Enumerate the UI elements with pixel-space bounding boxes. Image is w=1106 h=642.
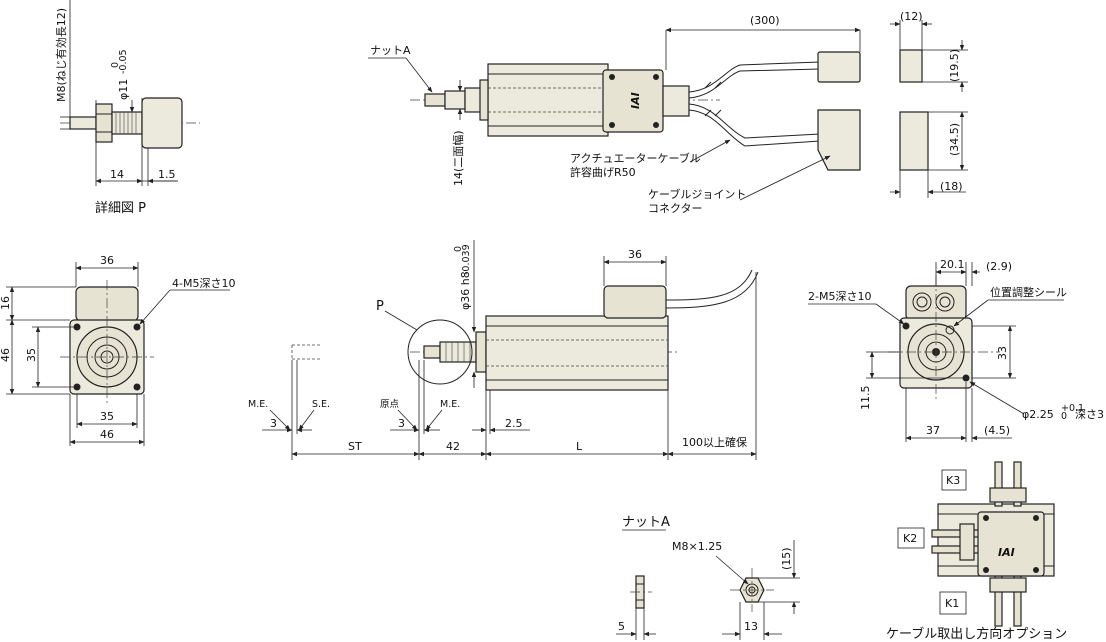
front-dim-35-h: 35: [100, 410, 114, 423]
detail-p-thread-label: M8(ねじ有効長12): [54, 8, 68, 102]
nut-a-title: ナットA: [622, 515, 670, 530]
front-dim-46-h: 46: [100, 428, 114, 441]
top-view-nut-label: ナットA: [370, 44, 411, 57]
detail-p-tol-bottom: -0.05: [118, 49, 129, 74]
top-view-width-flats: 14(二面幅): [452, 130, 465, 186]
nut-a-dim-13: 13: [744, 620, 758, 633]
rear-dim-4-5: (4.5): [984, 424, 1010, 437]
rear-dim-20-1: 20.1: [940, 258, 965, 271]
side-clearance: 100以上確保: [682, 435, 747, 449]
front-tap-label: 4-M5深さ10: [172, 277, 235, 290]
detail-p-view: 14 1.5 M8(ねじ有効長12) φ11 0 -0.05 詳細図 P: [54, 0, 200, 216]
side-l: L: [576, 440, 583, 453]
connector-dim-34-5: (34.5): [948, 123, 961, 156]
rear-dim-2-9: (2.9): [986, 260, 1012, 273]
side-se: S.E.: [312, 399, 330, 410]
cable-option-k2: K2: [903, 532, 917, 545]
rear-dim-11-5: 11.5: [859, 386, 872, 411]
rear-pin-label: φ2.25: [1022, 408, 1054, 421]
cable-option-logo: IAI: [998, 546, 1015, 559]
detail-p-title: 詳細図 P: [95, 200, 146, 216]
rear-seal-label: 位置調整シール: [990, 285, 1067, 299]
front-dim-35-v: 35: [25, 348, 38, 362]
cable-option-caption: ケーブル取出し方向オプション: [886, 626, 1067, 642]
side-dia-tol-bottom: -0.039: [461, 244, 472, 275]
side-origin: 原点: [380, 399, 400, 410]
cable-option-view: IAI K3 K2 K1 ケーブル取出し方向オプション: [886, 461, 1067, 642]
top-view-dim-300: (300): [750, 14, 780, 27]
connector-dim-19-5: (19.5): [948, 49, 961, 82]
rear-dim-33: 33: [996, 346, 1009, 360]
top-view-logo: IAI: [629, 92, 642, 109]
side-me-right: M.E.: [440, 399, 460, 410]
side-dim-42: 42: [446, 440, 460, 453]
front-dim-36: 36: [100, 254, 114, 267]
cable-option-k3: K3: [946, 474, 960, 487]
side-dim-3a: 3: [270, 417, 277, 430]
side-st: ST: [348, 440, 362, 453]
connector-dim-18: (18): [940, 180, 963, 193]
top-view-cable-note-2: 許容曲げR50: [570, 165, 636, 179]
detail-p-dim-1-5: 1.5: [158, 168, 176, 181]
detail-p-tol-top: 0: [110, 62, 121, 68]
front-view: 36 16 46 35 35 46 4-M5深さ10: [0, 254, 235, 446]
top-view-cable-note-1: アクチュエーターケーブル: [570, 151, 701, 165]
front-dim-46-v: 46: [0, 348, 12, 362]
side-view: P φ36 h8 0 -0.039 36 M.E. S.E. 原点 M.E. 3: [248, 240, 759, 460]
nut-a-view: ナットA 5 M8×1.25 (15) 13: [616, 515, 800, 640]
connector-view: (12) (19.5) (34.5) (18): [890, 10, 968, 198]
top-view-joint-note-2: コネクター: [648, 202, 703, 215]
nut-a-dim-15: (15): [780, 547, 793, 570]
front-dim-16: 16: [0, 296, 12, 310]
side-dim-2-5: 2.5: [505, 417, 523, 430]
side-dim-36: 36: [628, 248, 642, 261]
top-view-joint-note-1: ケーブルジョイント: [648, 187, 746, 201]
side-dim-3b: 3: [398, 417, 405, 430]
rear-view: 20.1 (2.9) 2-M5深さ10 位置調整シール 33 11.5 37 (…: [808, 258, 1104, 442]
nut-a-dim-5: 5: [618, 620, 625, 633]
side-dia-label: φ36 h8: [459, 271, 472, 310]
detail-p-diameter-label: φ11: [117, 79, 130, 100]
cable-option-k1: K1: [945, 597, 959, 610]
side-dia-tol-top: 0: [453, 246, 464, 252]
side-p-label: P: [376, 299, 384, 314]
nut-a-thread: M8×1.25: [672, 540, 722, 553]
side-me-left: M.E.: [248, 399, 268, 410]
connector-dim-12: (12): [900, 10, 923, 23]
rear-tap-label: 2-M5深さ10: [808, 290, 871, 303]
rear-pin-tol-top: +0.1: [1061, 403, 1084, 414]
detail-p-dim-14: 14: [110, 168, 124, 181]
top-view: IAI (300) ナットA 14(二面幅) アクチュエーターケーブル 許容曲げ…: [368, 14, 861, 215]
rear-pin-depth: 深さ3: [1075, 408, 1104, 421]
rear-dim-37: 37: [926, 424, 940, 437]
rear-pin-tol-bottom: 0: [1061, 411, 1067, 422]
